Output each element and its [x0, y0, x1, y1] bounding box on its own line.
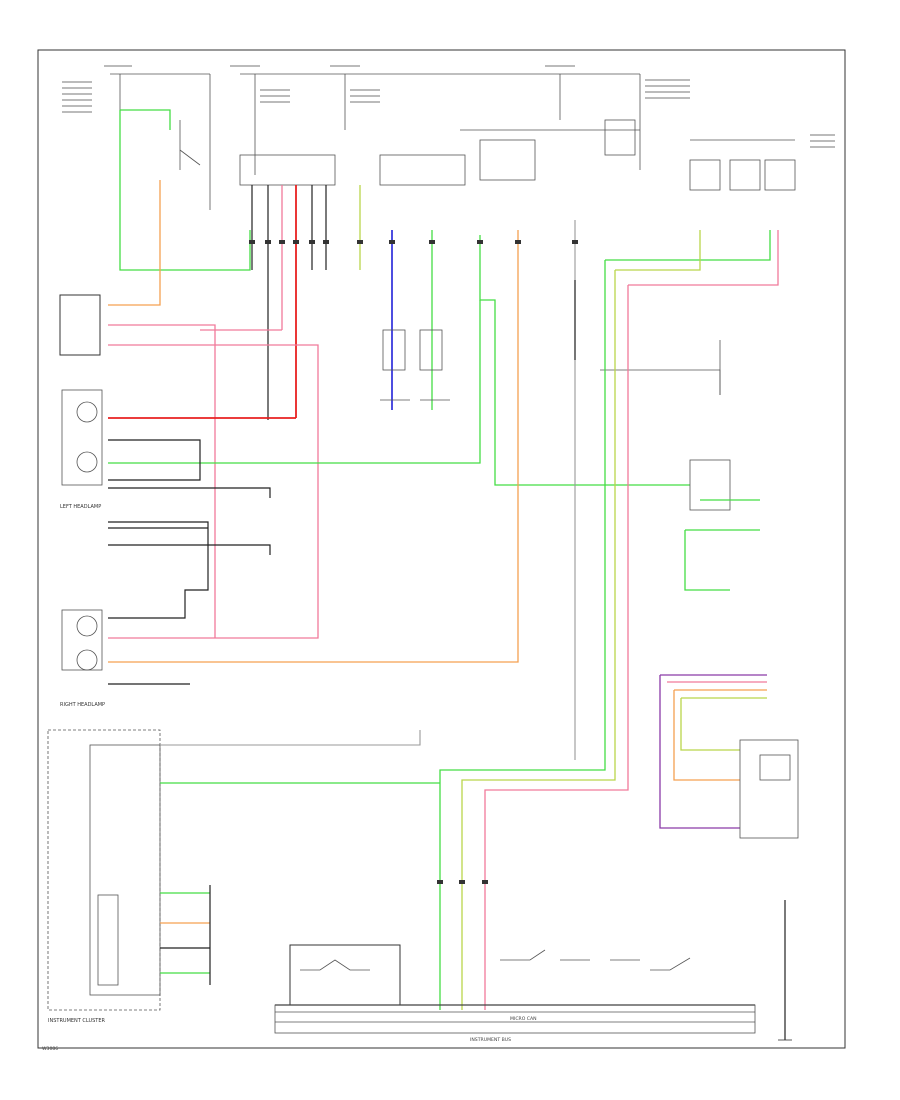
left-headlamp-bulb-low [76, 451, 98, 473]
connector-pins [249, 240, 578, 884]
left-relay-box [59, 294, 101, 356]
top-power-section [110, 73, 796, 210]
bus-rect [274, 1004, 756, 1034]
right-headlamp-box [61, 609, 103, 671]
instrument-cluster-box [47, 729, 161, 1011]
long-vertical-wires [439, 260, 629, 1010]
right-headlamp-bulb-low [76, 649, 98, 671]
cluster-inner-box [89, 744, 161, 996]
green-wire-mid-right [479, 235, 690, 486]
connector-blocks [380, 329, 450, 401]
bottom-switch-right-1 [500, 949, 546, 961]
left-headlamp-label: LEFT HEADLAMP [60, 504, 101, 510]
diagram-border [37, 49, 846, 1049]
black-wire-headlamp-2 [108, 487, 271, 498]
left-headlamp-bulb-high [76, 401, 98, 423]
micro-can-label: MICRO CAN [510, 1016, 537, 1022]
bottom-switch-box-left [289, 944, 401, 1006]
left-headlamp-box [61, 389, 103, 486]
cluster-wire-1 [160, 730, 421, 746]
green-wire-top-left [119, 110, 251, 271]
right-color-bus [659, 674, 799, 839]
green-wire-top-left-2 [120, 109, 171, 130]
black-wire-headlamp-3 [108, 544, 271, 555]
right-headlamp-label: RIGHT HEADLAMP [60, 702, 105, 708]
top-labels [62, 65, 835, 148]
orange-wire-right-headlamp [108, 230, 519, 663]
cluster-side-connectors [97, 885, 211, 986]
bottom-switch-left [300, 959, 370, 971]
central-vertical-wires [251, 185, 433, 420]
black-wire-headlamp-1 [108, 439, 201, 481]
instrument-bus-label: INSTRUMENT BUS [470, 1037, 511, 1043]
right-headlamp-bulb-high [76, 615, 98, 637]
bottom-switch-right-2 [650, 957, 691, 971]
right-side-wires [574, 220, 779, 760]
footer-code: W3086 [42, 1046, 58, 1052]
green-wire-mid [108, 300, 481, 464]
instrument-cluster-label: INSTRUMENT CLUSTER [48, 1018, 106, 1024]
pink-wire-relay-1 [108, 324, 216, 638]
orange-wire-top-left [108, 180, 161, 306]
pink-wire-relay-2 [108, 344, 319, 639]
black-wire-headlamp-4 [108, 521, 209, 619]
